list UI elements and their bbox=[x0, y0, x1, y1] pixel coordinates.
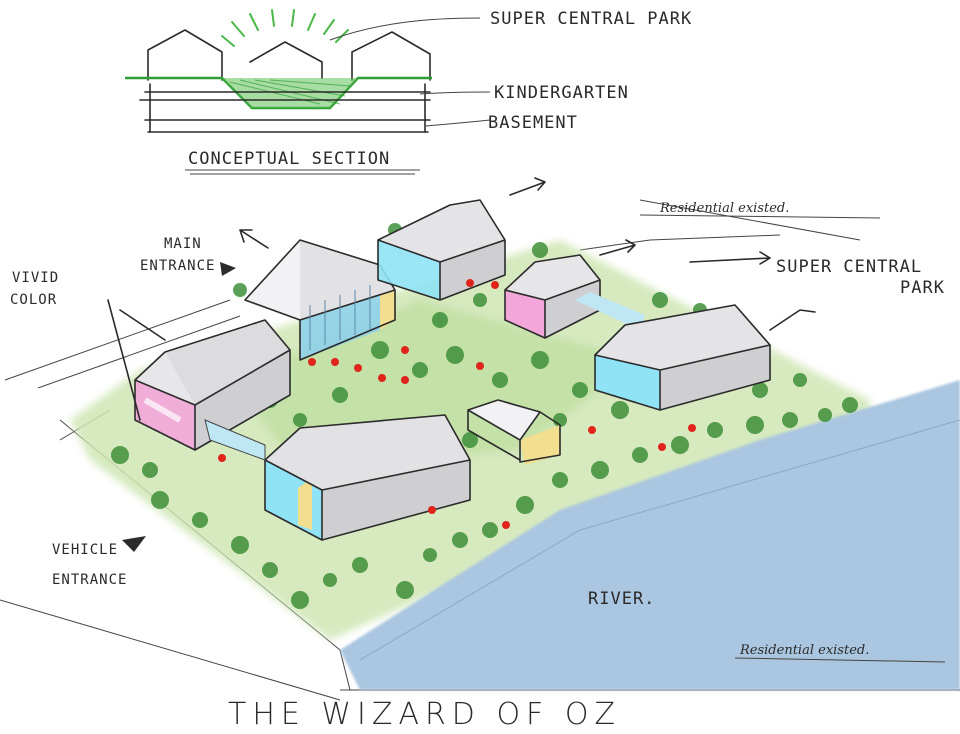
label-main-entrance-1: MAIN bbox=[164, 236, 202, 252]
label-basement: BASEMENT bbox=[488, 113, 578, 133]
conceptual-section: SUPER CENTRAL PARK KINDERGARTEN BASEMENT… bbox=[125, 9, 692, 175]
label-vivid-2: COLOR bbox=[10, 292, 57, 308]
people bbox=[218, 279, 696, 529]
main-entrance-arrow-icon bbox=[220, 262, 236, 276]
label-main-entrance-2: ENTRANCE bbox=[140, 258, 215, 274]
label-river: RIVER. bbox=[588, 589, 655, 609]
building-a bbox=[134, 319, 291, 451]
label-vehicle-1: VEHICLE bbox=[52, 542, 118, 558]
label-super-central-park-1: SUPER CENTRAL bbox=[776, 257, 922, 277]
vehicle-entrance-arrow-icon bbox=[122, 536, 146, 552]
site-plan bbox=[0, 177, 960, 701]
arrows bbox=[107, 177, 816, 421]
section-title: CONCEPTUAL SECTION bbox=[188, 149, 390, 169]
trees bbox=[111, 223, 858, 609]
drawing-title: THE WIZARD OF OZ bbox=[228, 697, 621, 732]
label-kindergarten: KINDERGARTEN bbox=[494, 83, 629, 103]
building-e bbox=[594, 304, 771, 411]
label-vivid-1: VIVID bbox=[12, 270, 59, 286]
label-super-central-park-section: SUPER CENTRAL PARK bbox=[490, 9, 692, 29]
label-vehicle-2: ENTRANCE bbox=[52, 572, 127, 588]
building-b-main bbox=[244, 239, 396, 361]
building-d bbox=[504, 254, 645, 339]
building-f bbox=[467, 399, 561, 465]
sun-rays-icon bbox=[221, 9, 349, 47]
label-residential-existed-top: Residential existed. bbox=[659, 201, 789, 216]
building-g bbox=[204, 414, 471, 541]
river bbox=[340, 380, 960, 690]
label-residential-existed-bottom: Residential existed. bbox=[739, 643, 869, 658]
building-c bbox=[377, 199, 506, 301]
label-super-central-park-2: PARK bbox=[900, 278, 945, 298]
